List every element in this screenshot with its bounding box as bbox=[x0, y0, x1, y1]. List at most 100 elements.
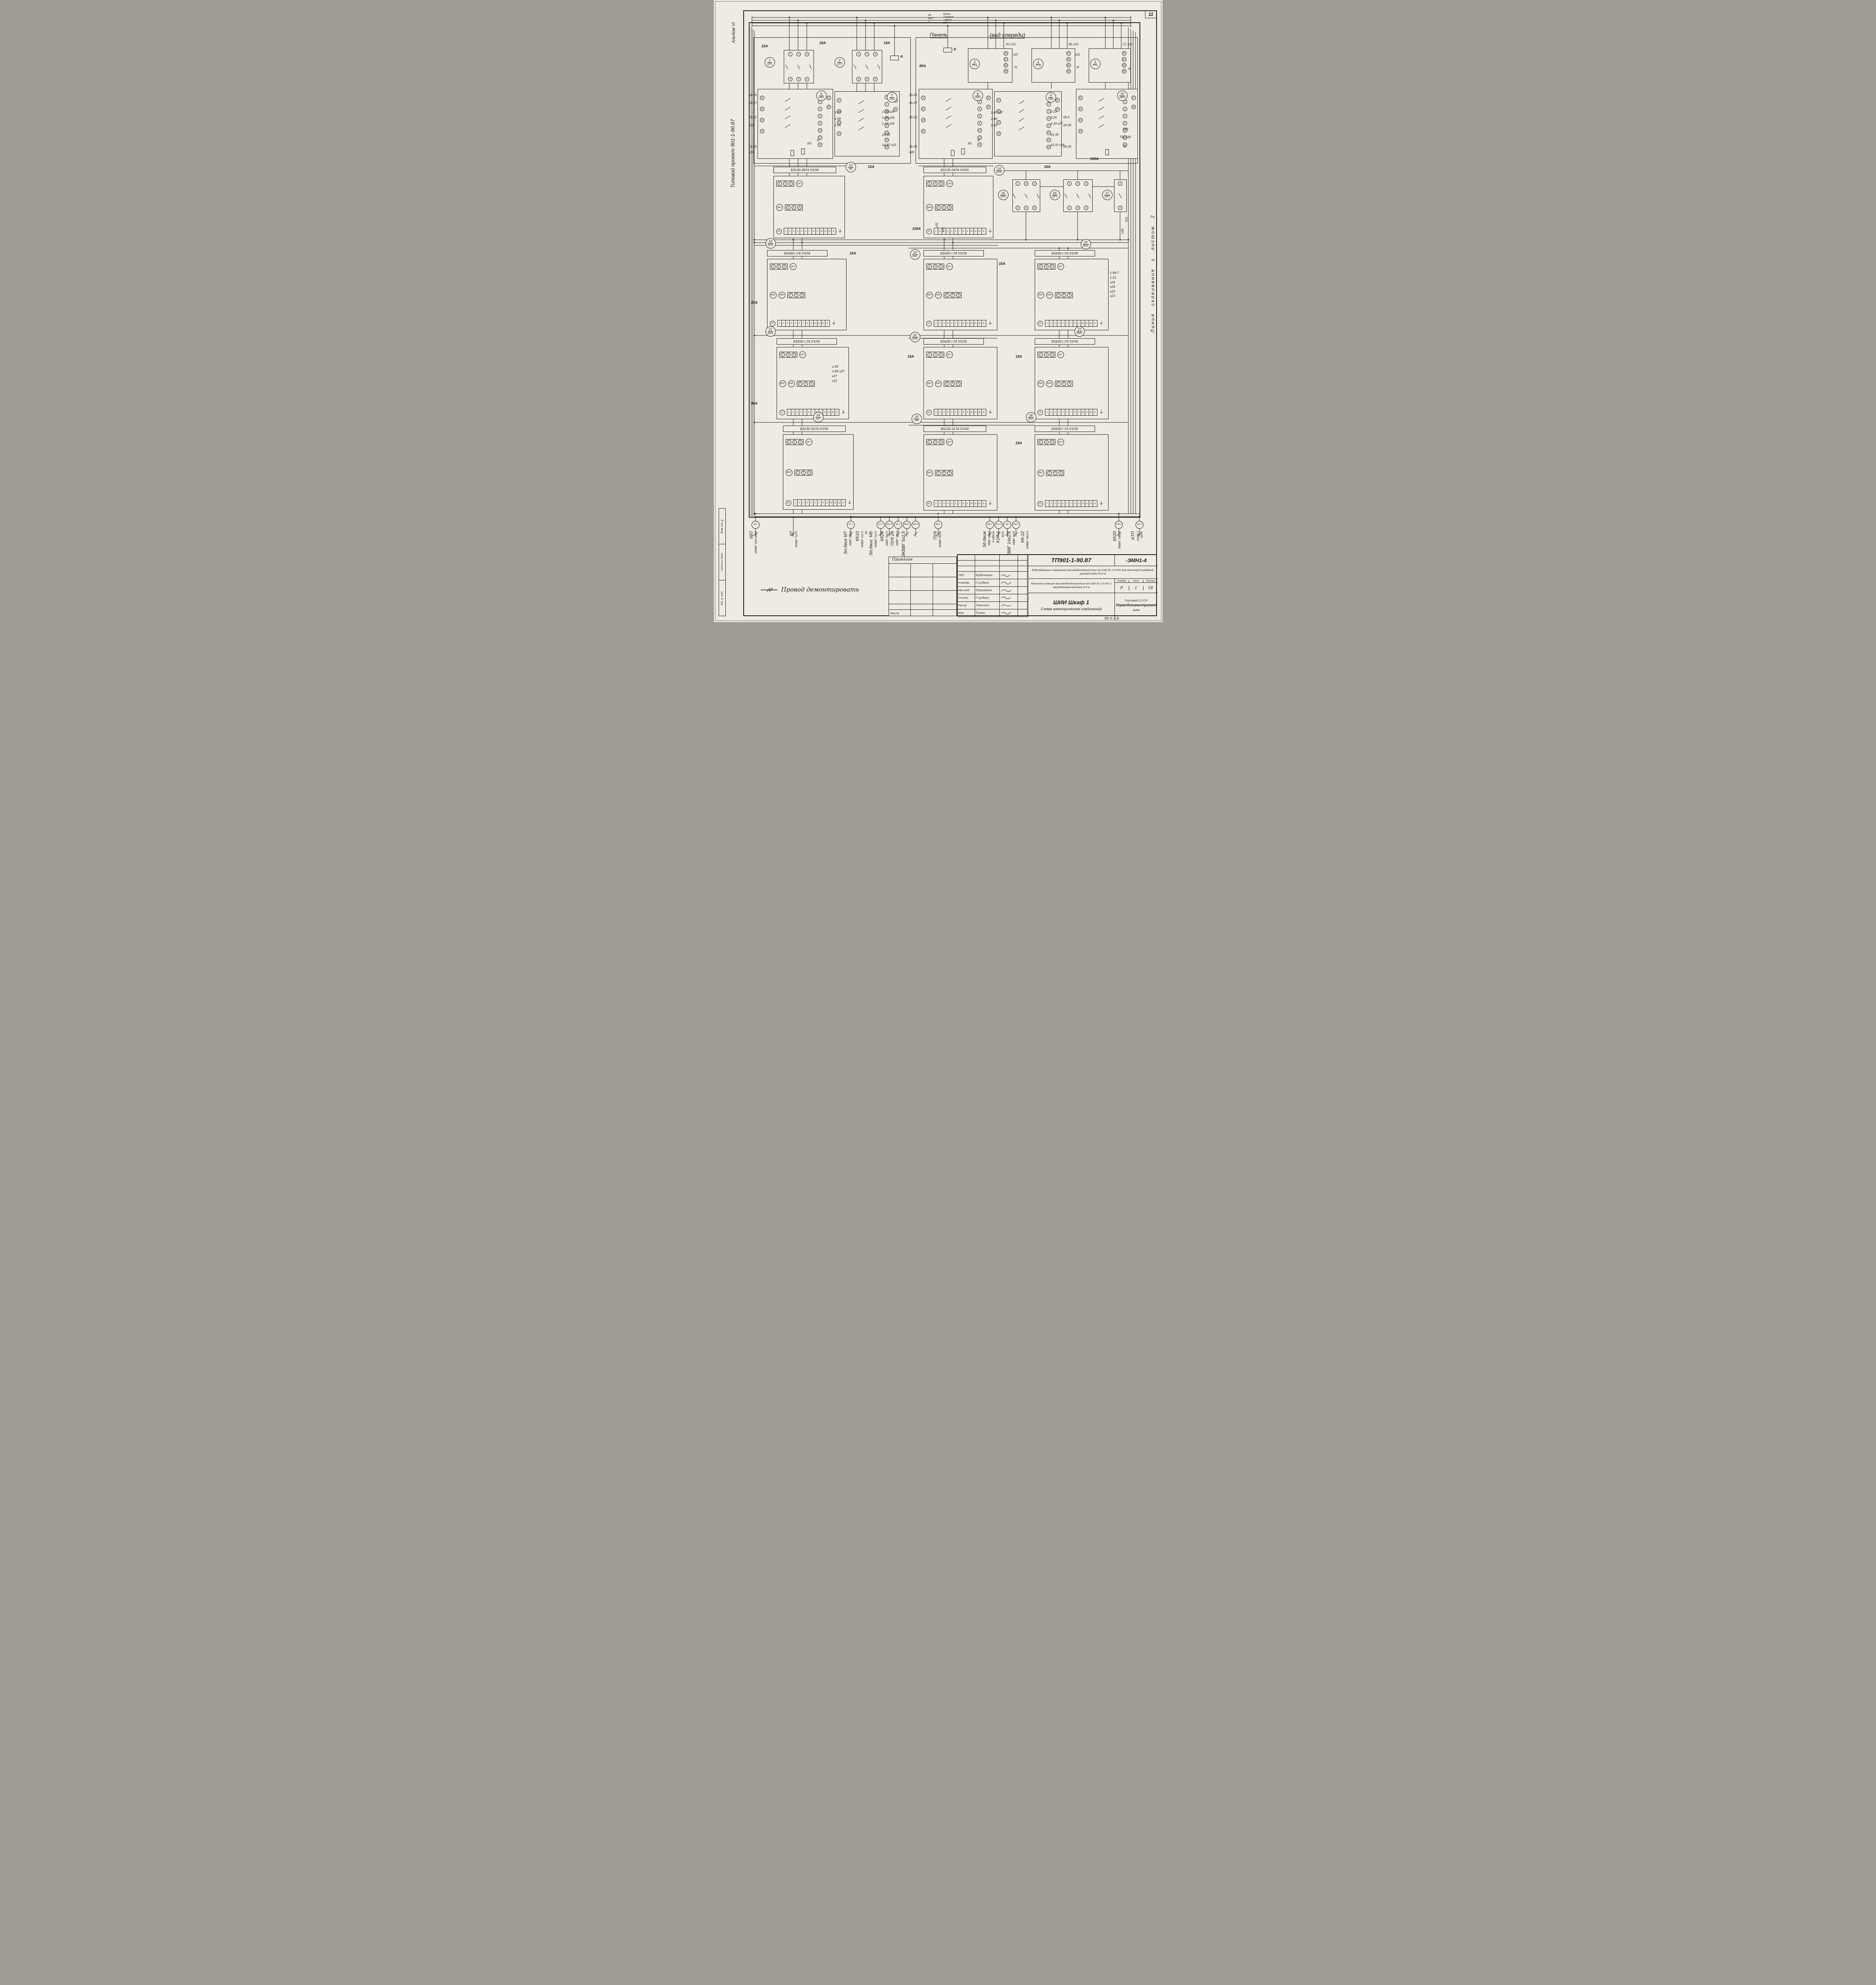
tt-pin: И2 bbox=[1003, 63, 1008, 67]
relay-inner-pins: 12349101214 bbox=[884, 95, 889, 149]
terminal-block-label: х1 bbox=[926, 409, 932, 415]
relay-pin: 14 bbox=[921, 129, 925, 133]
wire-label: 1-55 bbox=[834, 123, 841, 127]
wire-label: 2-23 bbox=[1050, 110, 1057, 114]
wire-label: 2-19 х27 bbox=[1050, 122, 1063, 125]
table-line bbox=[889, 609, 956, 610]
breaker-circle: QF7 bbox=[1057, 439, 1064, 445]
module-model-m15: Б5430-□74 УХЛ4 bbox=[776, 338, 837, 345]
strip-cell: 3 bbox=[1053, 320, 1057, 326]
stamp-cell: Взам. инв. № bbox=[719, 509, 725, 545]
relay-pin: 14 bbox=[884, 145, 889, 149]
strip-cell: 10 bbox=[970, 228, 974, 234]
terminal: 2 bbox=[856, 77, 861, 81]
terminal: 2 bbox=[788, 293, 793, 297]
signature bbox=[999, 579, 1018, 587]
terminal: 5 bbox=[1084, 181, 1088, 186]
component-number: 5 bbox=[1093, 60, 1097, 65]
wire-label: 1-69 7 bbox=[1110, 271, 1119, 275]
strip-cell: N bbox=[1094, 411, 1096, 414]
role-label: Инж. bbox=[957, 609, 975, 617]
strip-cell: 1 bbox=[784, 228, 788, 234]
signature bbox=[999, 594, 1018, 602]
strip-cell: 10 bbox=[970, 409, 974, 415]
terminal: 3 bbox=[1044, 440, 1049, 444]
contactor-circle: КМ9 bbox=[926, 204, 933, 211]
stamp-column: Взам. инв. № Подпись и дата Инв. № подл. bbox=[718, 508, 726, 616]
relay-pin: 14 bbox=[996, 131, 1001, 136]
strip-cell: 11 bbox=[833, 500, 837, 506]
wire-label: 2-65 х27 bbox=[832, 370, 844, 373]
strip-cell: 11 bbox=[1085, 409, 1089, 415]
table-line bbox=[910, 563, 911, 616]
cable-label: ПУ9 bbox=[933, 531, 938, 540]
relay-pin: 10 bbox=[817, 128, 822, 133]
terminal: 3 bbox=[865, 52, 869, 56]
handwritten-date: 90 6.4/6 bbox=[1104, 617, 1119, 621]
role-name: Передреев bbox=[975, 587, 1000, 594]
strip-cell: N bbox=[983, 502, 985, 505]
ground-icon: ⏚ bbox=[847, 500, 852, 505]
cable-label: ЛВВГ 2х2,5 bbox=[988, 531, 991, 546]
tt-pin: Л2 bbox=[1066, 69, 1071, 73]
strip-cell: 10 bbox=[820, 228, 824, 234]
strip-cell: 1 bbox=[787, 409, 791, 415]
component-number: 1 bbox=[767, 59, 772, 63]
module-model-m5: Б5130-2874 УХЛ4 bbox=[773, 167, 836, 173]
contactor-circle: КМ2 bbox=[935, 291, 942, 299]
relay-pin: 10 bbox=[1122, 128, 1127, 133]
strip-cell: N bbox=[983, 230, 985, 233]
stage-header: Лист bbox=[1129, 580, 1143, 583]
strip-cell: N bbox=[842, 501, 844, 504]
date-cell bbox=[1018, 587, 1028, 594]
component-number: 21 bbox=[767, 328, 773, 332]
strip-cell: 10 bbox=[823, 409, 827, 415]
strip-cell: 11 bbox=[1085, 320, 1089, 326]
cable-terminal: К10-1 bbox=[885, 521, 893, 529]
terminal-block-label: х1 bbox=[1037, 409, 1043, 415]
terminal: 1 bbox=[1038, 353, 1043, 357]
contactor-circle: КМ1 bbox=[1037, 291, 1044, 299]
terminal: 4 bbox=[796, 77, 801, 81]
contactor-circle: КМ1 bbox=[926, 291, 933, 299]
strip-cell: 3 bbox=[786, 320, 790, 326]
terminal: 4 bbox=[794, 293, 798, 297]
wire-label: 18-29 bbox=[1063, 123, 1071, 127]
bus-color-label: КВ bbox=[928, 14, 931, 17]
contactor-circle: КМ7 bbox=[776, 204, 783, 211]
relay-pin: 12 bbox=[1122, 135, 1127, 140]
strip-cell: N bbox=[983, 322, 985, 325]
stage-table: Стадия Лист Листов Р 1 18 bbox=[1114, 579, 1158, 593]
terminal: 3 bbox=[786, 353, 791, 357]
rating-label: 16А bbox=[1044, 165, 1051, 169]
tt-pin: И1 bbox=[1003, 57, 1008, 62]
wire-label: В1 х21 bbox=[1068, 42, 1079, 46]
cable-label: КК11 bbox=[1001, 531, 1005, 538]
terminal: 2 bbox=[798, 381, 802, 386]
demount-symbol-icon bbox=[760, 588, 777, 592]
relay-pin: 12 bbox=[884, 138, 889, 142]
project-description-2: Насосная станция производительностью от … bbox=[1028, 579, 1115, 593]
ground-icon: ⏚ bbox=[1099, 410, 1104, 414]
relay-pin: 10 bbox=[1046, 131, 1051, 135]
strip-cell: 5 bbox=[1061, 320, 1065, 326]
terminal: 3 bbox=[1076, 181, 1080, 186]
terminal: 6 bbox=[1067, 381, 1072, 386]
breaker-circle: QF7 bbox=[1057, 351, 1064, 358]
wire-label: 2-55 bbox=[991, 123, 997, 127]
contactor-circle: КМ2 bbox=[1046, 380, 1053, 387]
terminal: 1 bbox=[1038, 264, 1043, 269]
